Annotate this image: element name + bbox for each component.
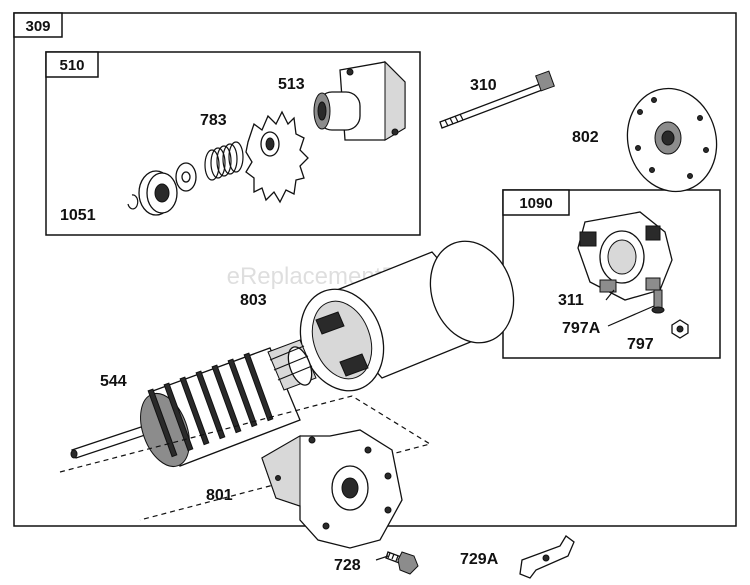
screw-728 [385, 551, 419, 575]
stop-collar [138, 170, 178, 216]
label-544: 544 [100, 373, 127, 390]
label-1051: 1051 [60, 207, 96, 224]
retaining-ring-1051 [127, 194, 139, 210]
terminal-stud-797A [651, 289, 665, 314]
housing-803 [299, 240, 515, 392]
label-729A: 729A [460, 551, 499, 568]
group-tag-309 [13, 12, 63, 38]
label-802: 802 [572, 129, 599, 146]
mounting-bracket-801 [261, 429, 403, 549]
group-label-510: 510 [59, 57, 84, 74]
ground-clip-729A [519, 535, 575, 579]
label-513: 513 [278, 76, 305, 93]
label-797: 797 [627, 336, 654, 353]
leader-lines [375, 289, 655, 561]
label-783: 783 [200, 112, 227, 129]
drive-end-cap-513 [313, 60, 406, 141]
label-801: 801 [206, 487, 233, 504]
group-tag-1090 [502, 189, 570, 216]
armature-544 [70, 339, 317, 467]
group-tag-510 [45, 51, 99, 78]
brush-holder-311 [577, 211, 673, 301]
label-311: 311 [558, 292, 584, 309]
group-label-309: 309 [25, 18, 50, 35]
group-label-1090: 1090 [519, 195, 552, 212]
through-bolt-310 [439, 70, 555, 129]
nut-797 [671, 319, 689, 339]
pinion-gear-783 [245, 110, 309, 204]
label-803: 803 [240, 292, 267, 309]
anti-drift-spring [204, 141, 244, 181]
end-plate-802 [626, 87, 718, 193]
thrust-washer [175, 162, 197, 192]
group-frame-510 [45, 51, 421, 236]
label-310: 310 [470, 77, 497, 94]
label-728: 728 [334, 557, 361, 574]
label-797A: 797A [562, 320, 601, 337]
